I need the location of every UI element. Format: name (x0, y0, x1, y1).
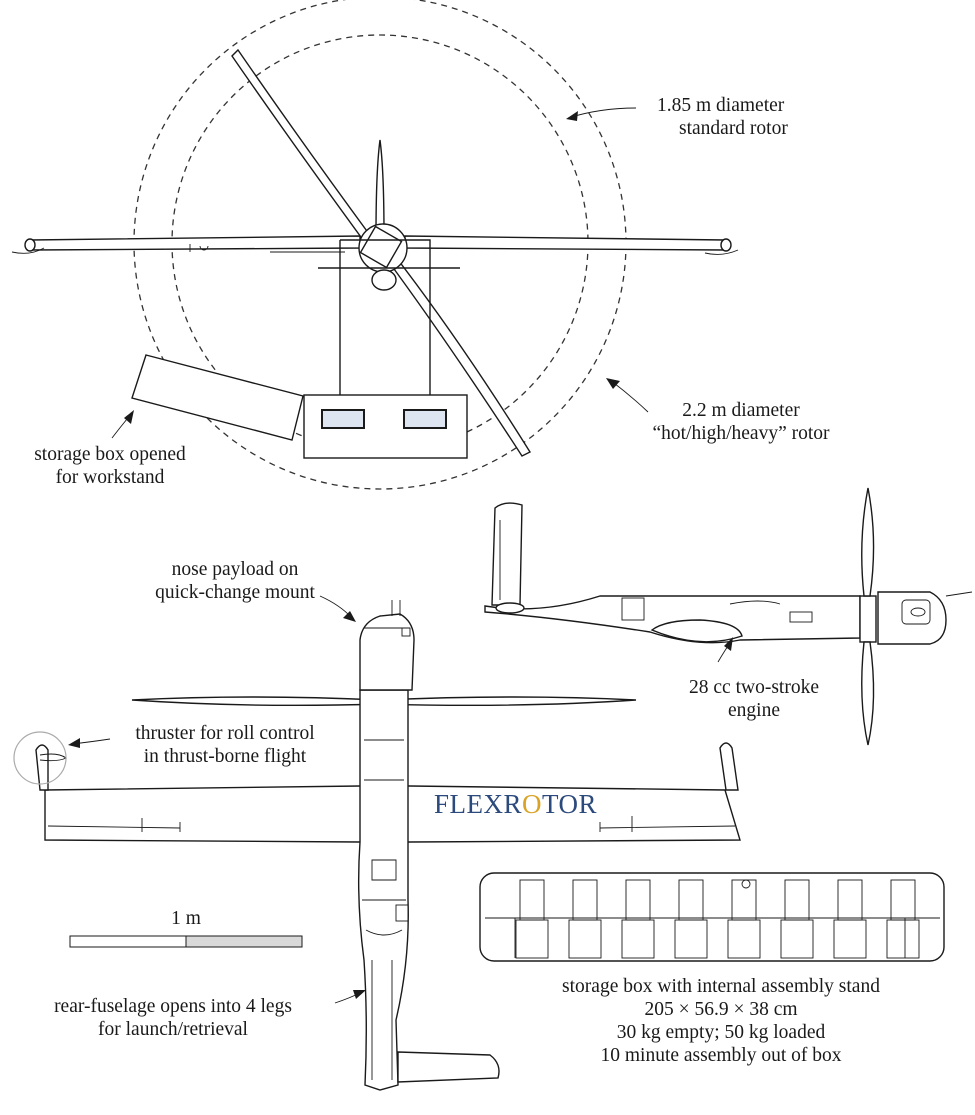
label-engine-line1: 28 cc two-stroke (689, 677, 819, 698)
side-engine (650, 619, 743, 643)
label-scale-text: 1 m (171, 908, 201, 929)
side-propeller-lower (861, 641, 875, 746)
plan-wingtip-right (719, 742, 739, 791)
workstand-frame (318, 239, 460, 395)
storage-box-lid (131, 354, 304, 441)
label-storage-box-line4: 10 minute assembly out of box (600, 1045, 842, 1066)
label-storage-open-line2: for workstand (55, 467, 165, 488)
label-storage-open-line1: storage box opened (34, 444, 186, 465)
scale-bar-shaded (185, 935, 303, 948)
label-storage-open: storage box opened for workstand (12, 443, 208, 489)
scale-bar-white (69, 935, 187, 948)
scale-bar (69, 935, 303, 948)
label-engine: 28 cc two-stroke engine (666, 676, 842, 722)
label-thruster-line2: in thrust-borne flight (143, 746, 307, 767)
label-heavy-rotor: 2.2 m diameter “hot/high/heavy” rotor (636, 399, 846, 445)
box-latches (515, 879, 920, 959)
label-storage-box-line3: 30 kg empty; 50 kg loaded (616, 1022, 826, 1043)
label-rear-fuselage-line2: for launch/retrieval (98, 1019, 248, 1040)
label-heavy-rotor-line2: “hot/high/heavy” rotor (652, 423, 830, 444)
label-nose-payload-line1: nose payload on (171, 559, 299, 580)
side-view-aircraft (484, 487, 973, 746)
label-standard-rotor-line2: standard rotor (679, 118, 788, 139)
label-thruster-line1: thruster for roll control (135, 723, 315, 744)
logo-suffix: TOR (542, 789, 598, 819)
logo-prefix: FLEXR (434, 789, 523, 819)
logo-ring-letter: O (522, 789, 543, 819)
flexrotor-logo: FLEXROTOR (434, 789, 597, 820)
storage-box-window-left (321, 409, 365, 429)
plan-view-aircraft (13, 600, 741, 1091)
label-rear-fuselage: rear-fuselage opens into 4 legs for laun… (14, 995, 332, 1041)
plan-tail (397, 1051, 500, 1083)
plan-leader-lines (68, 595, 366, 1004)
top-fin (375, 139, 385, 237)
closed-storage-box (479, 872, 945, 962)
rotor-blade-lower (385, 250, 532, 457)
label-standard-rotor-line1: 1.85 m diameter (657, 95, 785, 116)
top-wing-right (404, 235, 726, 251)
storage-box-window-right (403, 409, 447, 429)
label-scale: 1 m (166, 907, 206, 930)
plan-fuselage (357, 689, 409, 1091)
label-rear-fuselage-line1: rear-fuselage opens into 4 legs (54, 996, 292, 1017)
label-storage-box-line2: 205 × 56.9 × 38 cm (644, 999, 798, 1020)
label-storage-box-line1: storage box with internal assembly stand (562, 976, 880, 997)
label-nose-payload: nose payload on quick-change mount (125, 558, 345, 604)
workstand-box (131, 354, 468, 459)
label-engine-line2: engine (728, 700, 780, 721)
top-view-aircraft (11, 48, 739, 457)
label-storage-box: storage box with internal assembly stand… (520, 975, 922, 1067)
label-nose-payload-line2: quick-change mount (155, 582, 315, 603)
plan-nose-payload (359, 613, 415, 691)
label-standard-rotor: 1.85 m diameter standard rotor (657, 94, 788, 140)
rotor-blade-upper (231, 48, 373, 246)
side-propeller-upper (861, 487, 875, 597)
side-nose (877, 591, 947, 645)
closed-box-outline (479, 872, 945, 962)
top-wing (29, 235, 361, 251)
label-thruster: thruster for roll control in thrust-born… (110, 722, 340, 768)
side-fin (491, 502, 523, 606)
top-leader-lines (111, 107, 649, 439)
thruster-highlight-circle (13, 731, 67, 785)
label-heavy-rotor-line1: 2.2 m diameter (682, 400, 800, 421)
